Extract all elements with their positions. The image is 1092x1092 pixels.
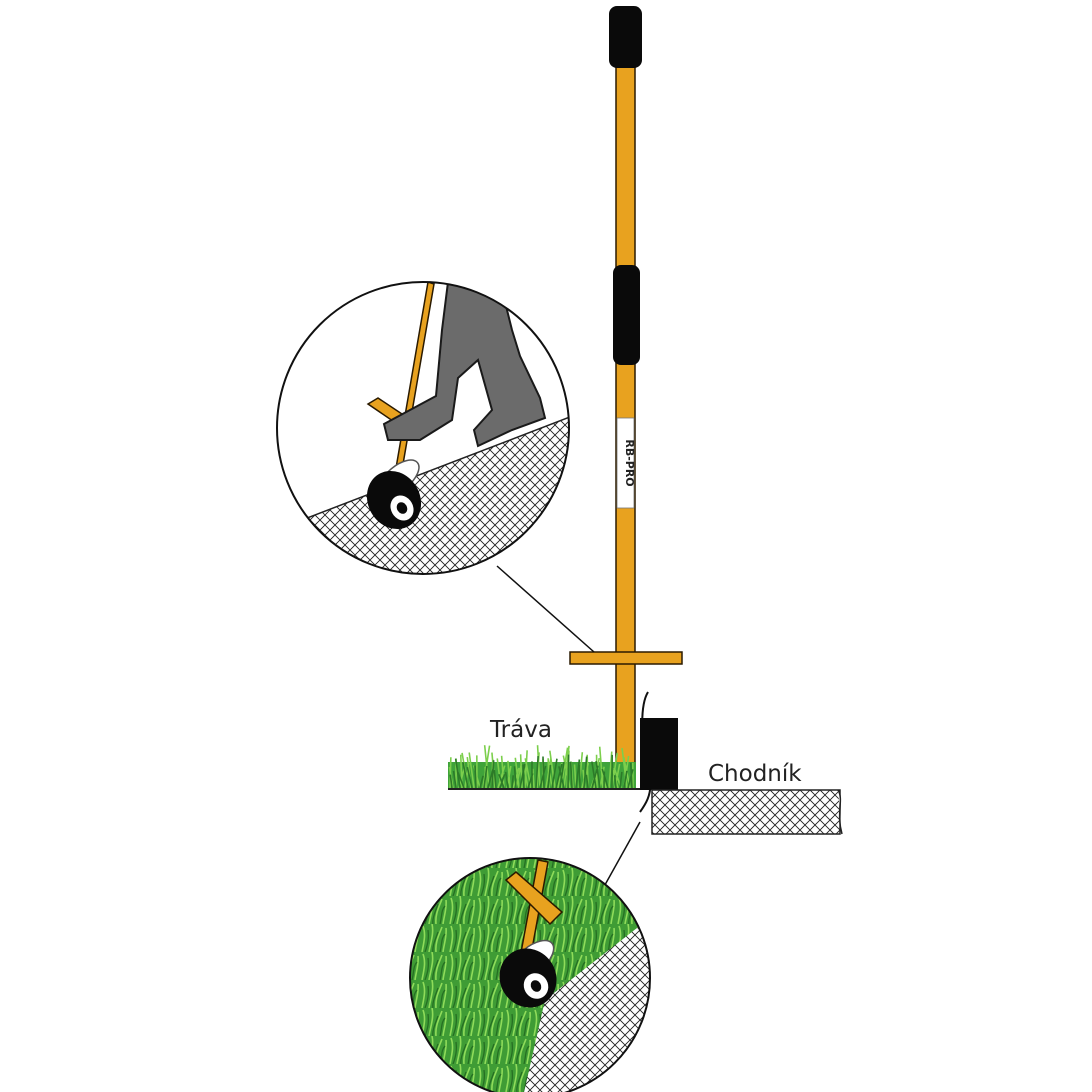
grass-strip (448, 745, 640, 790)
lawn-edger-icon: RB-PRO (569, 6, 683, 813)
wheel-icon (366, 459, 422, 530)
blade-head (640, 718, 678, 790)
foot-pedal (569, 651, 683, 665)
brand-label-bg (616, 417, 635, 509)
brand-label: RB-PRO (623, 439, 636, 486)
boot-icon (382, 282, 547, 448)
callout-line-bottom (600, 821, 641, 893)
grass-label: Tráva (489, 717, 552, 743)
tool-shaft (615, 54, 636, 778)
sidewalk-label: Chodník (708, 761, 802, 787)
sidewalk-slab (651, 789, 843, 835)
top-grip (609, 6, 642, 68)
detail-circle-top (276, 281, 570, 575)
middle-grip (613, 265, 640, 365)
detail-circle-bottom (409, 857, 651, 1092)
callout-line-top (496, 565, 595, 653)
